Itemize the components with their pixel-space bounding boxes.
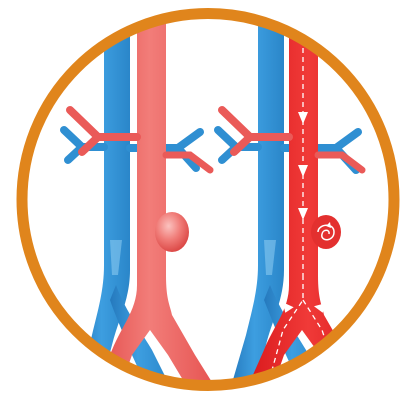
right-aneurysm-swirl [311, 215, 341, 249]
left-aneurysm-bulge [155, 212, 189, 252]
